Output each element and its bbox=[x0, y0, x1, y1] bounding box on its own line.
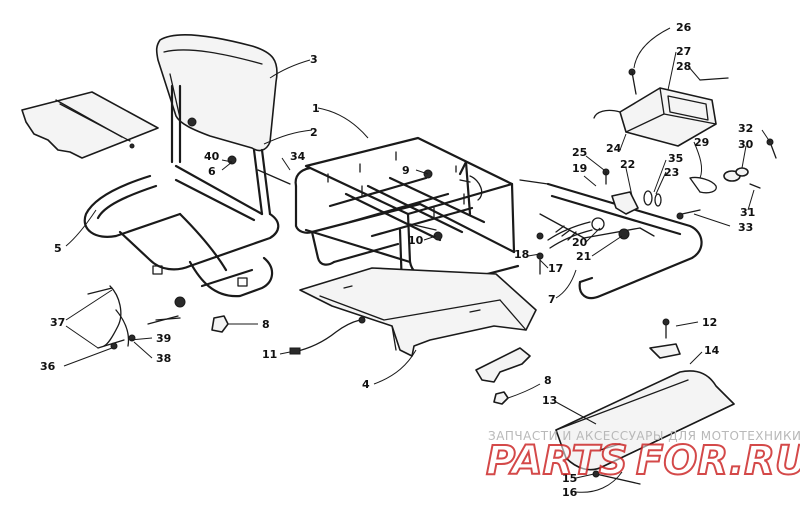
callout-14: 14 bbox=[704, 344, 720, 357]
wiring-harness bbox=[289, 316, 366, 355]
tail-light bbox=[593, 68, 729, 147]
light-mount-bar bbox=[519, 179, 703, 300]
callout-32: 32 bbox=[738, 122, 753, 135]
light-mount-hardware bbox=[536, 168, 662, 275]
callout-33: 33 bbox=[738, 221, 753, 234]
callout-39: 39 bbox=[156, 332, 171, 345]
callout-28: 28 bbox=[676, 60, 691, 73]
nut-8-seat bbox=[211, 315, 229, 333]
callout-7: 7 bbox=[548, 293, 556, 306]
callout-17: 17 bbox=[548, 262, 563, 275]
callout-3: 3 bbox=[310, 53, 318, 66]
backrest-cushion bbox=[155, 34, 278, 152]
callout-37: 37 bbox=[50, 316, 65, 329]
callout-34: 34 bbox=[290, 150, 306, 163]
seat-frame bbox=[83, 84, 291, 298]
callout-21: 21 bbox=[576, 250, 591, 263]
callout-24: 24 bbox=[606, 142, 622, 155]
callout-8-seat: 8 bbox=[262, 318, 270, 331]
callout-11: 11 bbox=[262, 348, 277, 361]
watermark-logo-right: FOR.RU bbox=[636, 438, 800, 484]
callout-1: 1 bbox=[312, 102, 320, 115]
callout-8-lower: 8 bbox=[544, 374, 552, 387]
rack-base-plate bbox=[299, 267, 537, 357]
callout-15: 15 bbox=[562, 472, 577, 485]
bottom-bracket bbox=[475, 347, 531, 405]
callout-2: 2 bbox=[310, 126, 318, 139]
watermark-caption: ЗАПЧАСТИ И АКСЕССУАРЫ ДЛЯ МОТОТЕХНИКИ bbox=[488, 429, 800, 443]
callout-40: 40 bbox=[204, 150, 220, 163]
callout-18: 18 bbox=[514, 248, 529, 261]
callout-16: 16 bbox=[562, 486, 578, 499]
callout-labels: 1 2 3 4 5 6 7 8 8 9 10 11 12 13 14 15 16… bbox=[40, 21, 755, 499]
callout-9: 9 bbox=[402, 164, 410, 177]
callout-10: 10 bbox=[408, 234, 424, 247]
callout-13: 13 bbox=[542, 394, 557, 407]
callout-12: 12 bbox=[702, 316, 717, 329]
callout-4: 4 bbox=[362, 378, 370, 391]
flap-plate bbox=[21, 91, 159, 159]
light-bolt-set bbox=[676, 138, 777, 220]
leader-lines bbox=[63, 27, 771, 493]
callout-19: 19 bbox=[572, 162, 587, 175]
mud-flap-assembly bbox=[555, 318, 735, 485]
callout-36: 36 bbox=[40, 360, 56, 373]
callout-6: 6 bbox=[208, 165, 216, 178]
callout-20: 20 bbox=[572, 236, 588, 249]
callout-5: 5 bbox=[54, 242, 62, 255]
callout-29: 29 bbox=[694, 136, 709, 149]
watermark: ЗАПЧАСТИ И АКСЕССУАРЫ ДЛЯ МОТОТЕХНИКИ PA… bbox=[485, 429, 800, 485]
callout-25: 25 bbox=[572, 146, 587, 159]
callout-38: 38 bbox=[156, 352, 171, 365]
callout-26: 26 bbox=[676, 21, 692, 34]
callout-35: 35 bbox=[668, 152, 683, 165]
callout-30: 30 bbox=[738, 138, 754, 151]
watermark-logo-left: PARTS bbox=[486, 438, 628, 484]
callout-27: 27 bbox=[676, 45, 691, 58]
callout-22: 22 bbox=[620, 158, 635, 171]
callout-23: 23 bbox=[664, 166, 679, 179]
callout-31: 31 bbox=[740, 206, 755, 219]
